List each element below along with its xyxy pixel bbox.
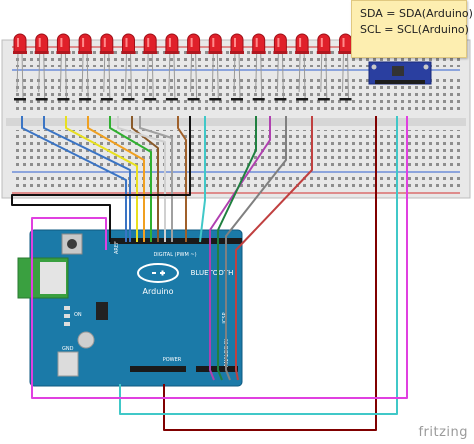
jumper-wire bbox=[209, 116, 271, 381]
led bbox=[13, 33, 27, 99]
led-ground-jumper bbox=[79, 98, 92, 101]
led-ground-jumper bbox=[100, 98, 113, 101]
led bbox=[251, 33, 266, 99]
led bbox=[121, 33, 136, 99]
led-ground-jumpers bbox=[14, 98, 352, 101]
led bbox=[208, 33, 223, 99]
led bbox=[99, 33, 114, 99]
led-ground-jumper bbox=[339, 98, 352, 101]
led-ground-jumper bbox=[144, 98, 157, 101]
led bbox=[230, 33, 244, 99]
arduino-brand-label: Arduino bbox=[143, 287, 174, 296]
led-ground-jumper bbox=[14, 98, 26, 101]
led bbox=[56, 33, 71, 99]
fritzing-logo: fritzing bbox=[418, 425, 468, 440]
jumper-wire bbox=[225, 116, 287, 381]
led bbox=[273, 33, 288, 99]
jumper-wire bbox=[177, 116, 187, 242]
aref-label: AREF bbox=[114, 241, 120, 254]
jumper-wire bbox=[117, 116, 166, 242]
jumper-wire bbox=[109, 116, 152, 242]
jumper-wire bbox=[199, 116, 206, 243]
on-led-label: ON bbox=[74, 312, 82, 318]
led bbox=[78, 33, 93, 99]
led bbox=[338, 33, 353, 99]
jumper-wire bbox=[31, 116, 408, 399]
sticky-note: SDA = SDA(Arduino) SCL = SCL(Arduino) bbox=[351, 0, 473, 58]
led bbox=[186, 33, 201, 99]
led bbox=[295, 33, 310, 99]
led-ground-jumper bbox=[317, 98, 330, 101]
led bbox=[143, 33, 158, 99]
jumper-wires bbox=[11, 116, 408, 431]
jumper-wire bbox=[65, 116, 138, 242]
led-ground-jumper bbox=[296, 98, 309, 101]
led-ground-jumper bbox=[274, 98, 287, 101]
digital-header-label: DIGITAL (PWM ~) bbox=[153, 252, 196, 258]
jumper-wire bbox=[87, 116, 145, 242]
sensor-module bbox=[368, 61, 432, 85]
led-ground-jumper bbox=[57, 98, 70, 101]
jumper-wire bbox=[11, 116, 191, 242]
led-ground-jumper bbox=[209, 98, 222, 101]
jumper-wire bbox=[21, 116, 127, 242]
note-line-scl: SCL = SCL(Arduino) bbox=[360, 23, 469, 36]
power-header-label: POWER bbox=[163, 357, 182, 363]
led bbox=[164, 33, 179, 99]
led bbox=[316, 33, 331, 99]
led bbox=[34, 33, 49, 99]
arduino-model-label: BLUETOOTH bbox=[191, 269, 234, 277]
jumper-wire bbox=[43, 116, 131, 242]
led-row bbox=[13, 33, 353, 99]
note-line-sda: SDA = SDA(Arduino) bbox=[360, 7, 473, 20]
led-ground-jumper bbox=[165, 98, 178, 101]
jumper-wire bbox=[163, 116, 377, 431]
arduino-board: Arduino BLUETOOTH DIGITAL (PWM ~) POWER … bbox=[17, 229, 243, 387]
led-ground-jumper bbox=[231, 98, 243, 101]
gnd-label: GND bbox=[62, 346, 74, 352]
led-ground-jumper bbox=[252, 98, 265, 101]
led-ground-jumper bbox=[122, 98, 135, 101]
jumper-wire bbox=[217, 116, 257, 381]
led-ground-jumper bbox=[35, 98, 48, 101]
jumper-wire bbox=[235, 116, 313, 381]
jumper-wire bbox=[139, 116, 173, 242]
led-ground-jumper bbox=[187, 98, 200, 101]
